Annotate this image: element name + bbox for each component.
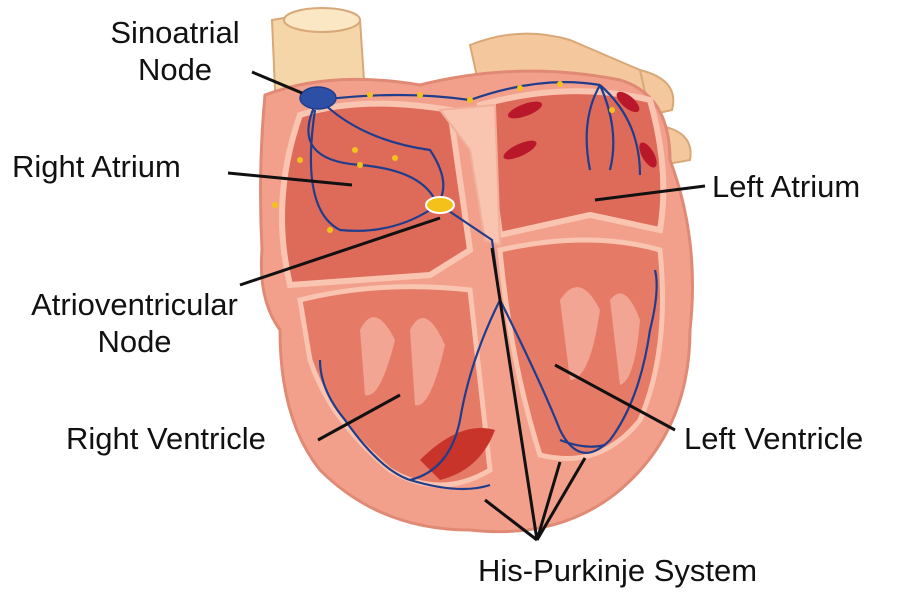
his-purkinje-system-label: His-Purkinje System <box>478 552 757 589</box>
right-ventricle-label: Right Ventricle <box>66 420 266 457</box>
left-ventricle-label: Left Ventricle <box>684 420 863 457</box>
atrioventricular-node-label: Atrioventricular Node <box>2 286 267 360</box>
left-atrium-label: Left Atrium <box>712 168 860 205</box>
atrioventricular-node-label-line1: Atrioventricular <box>2 286 267 323</box>
left-atrium-chamber <box>480 91 663 235</box>
sinoatrial-node-label-line2: Node <box>90 51 260 88</box>
atrioventricular-node-label-line2: Node <box>2 323 267 360</box>
right-atrium-label: Right Atrium <box>12 148 181 185</box>
sinoatrial-node-label-line1: Sinoatrial <box>90 14 260 51</box>
sinoatrial-node <box>300 87 336 109</box>
atrioventricular-node <box>426 197 454 213</box>
sinoatrial-node-label: Sinoatrial Node <box>90 14 260 88</box>
